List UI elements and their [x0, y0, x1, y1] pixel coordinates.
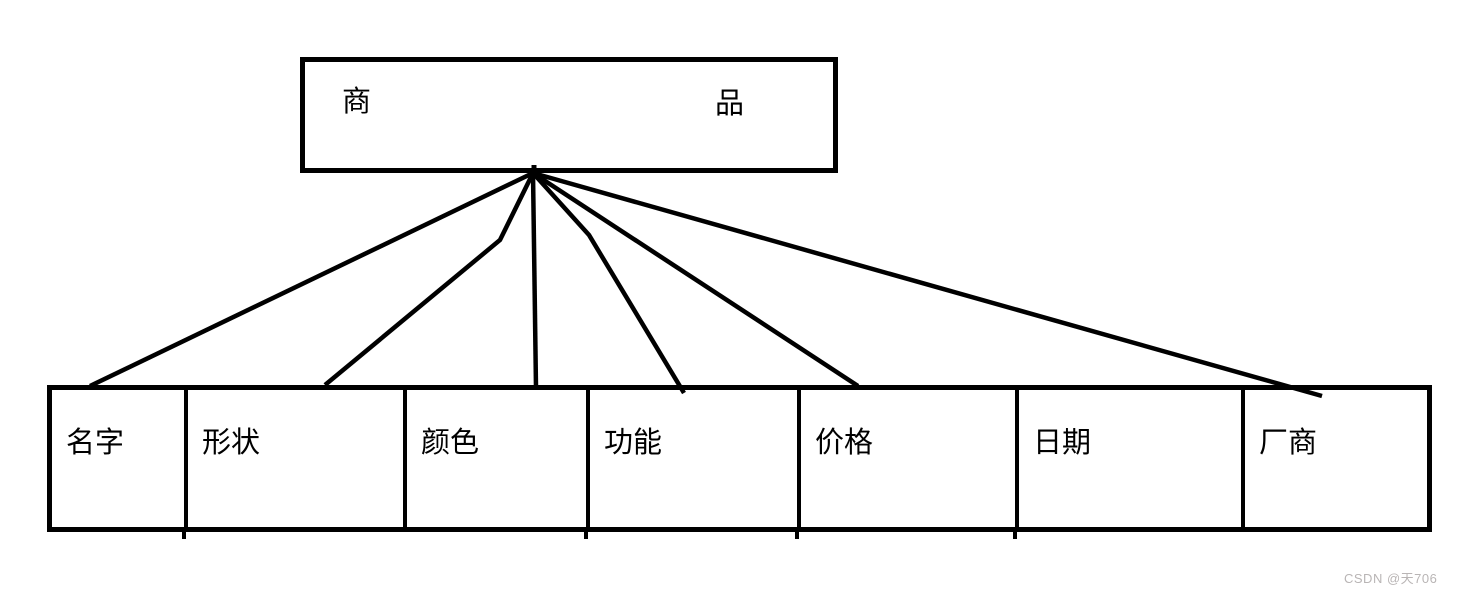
entity-label-right: 品 [715, 88, 745, 120]
attribute-label: 功能 [604, 427, 663, 459]
attribute-label: 价格 [815, 427, 874, 459]
attribute-cell-2: 形状 [184, 390, 403, 527]
connector-line-名字 [89, 170, 534, 389]
attribute-row: 名字 形状 颜色 功能 价格 日期 厂商 [47, 385, 1432, 532]
attribute-cell-6: 日期 [1015, 390, 1241, 527]
entity-label-left: 商 [342, 86, 372, 118]
connector-line-形状 [323, 172, 536, 387]
connector-line-价格 [531, 171, 860, 388]
connector-line-颜色 [530, 172, 539, 389]
attribute-label: 颜色 [421, 427, 480, 459]
watermark: CSDN @天706 [1344, 571, 1438, 586]
entity-box-product: 商 品 [300, 57, 838, 173]
attribute-label: 名字 [66, 427, 125, 459]
connector-line-厂商 [532, 170, 1323, 399]
attribute-label: 日期 [1033, 427, 1092, 459]
attribute-label: 形状 [202, 427, 261, 459]
attribute-label: 厂商 [1259, 427, 1318, 459]
attribute-cell-4: 功能 [586, 390, 797, 527]
attribute-cell-3: 颜色 [403, 390, 586, 527]
attribute-cell-7: 厂商 [1241, 390, 1427, 527]
attribute-cell-5: 价格 [797, 390, 1015, 527]
connector-line-功能 [531, 171, 686, 395]
attribute-cell-1: 名字 [52, 390, 184, 527]
